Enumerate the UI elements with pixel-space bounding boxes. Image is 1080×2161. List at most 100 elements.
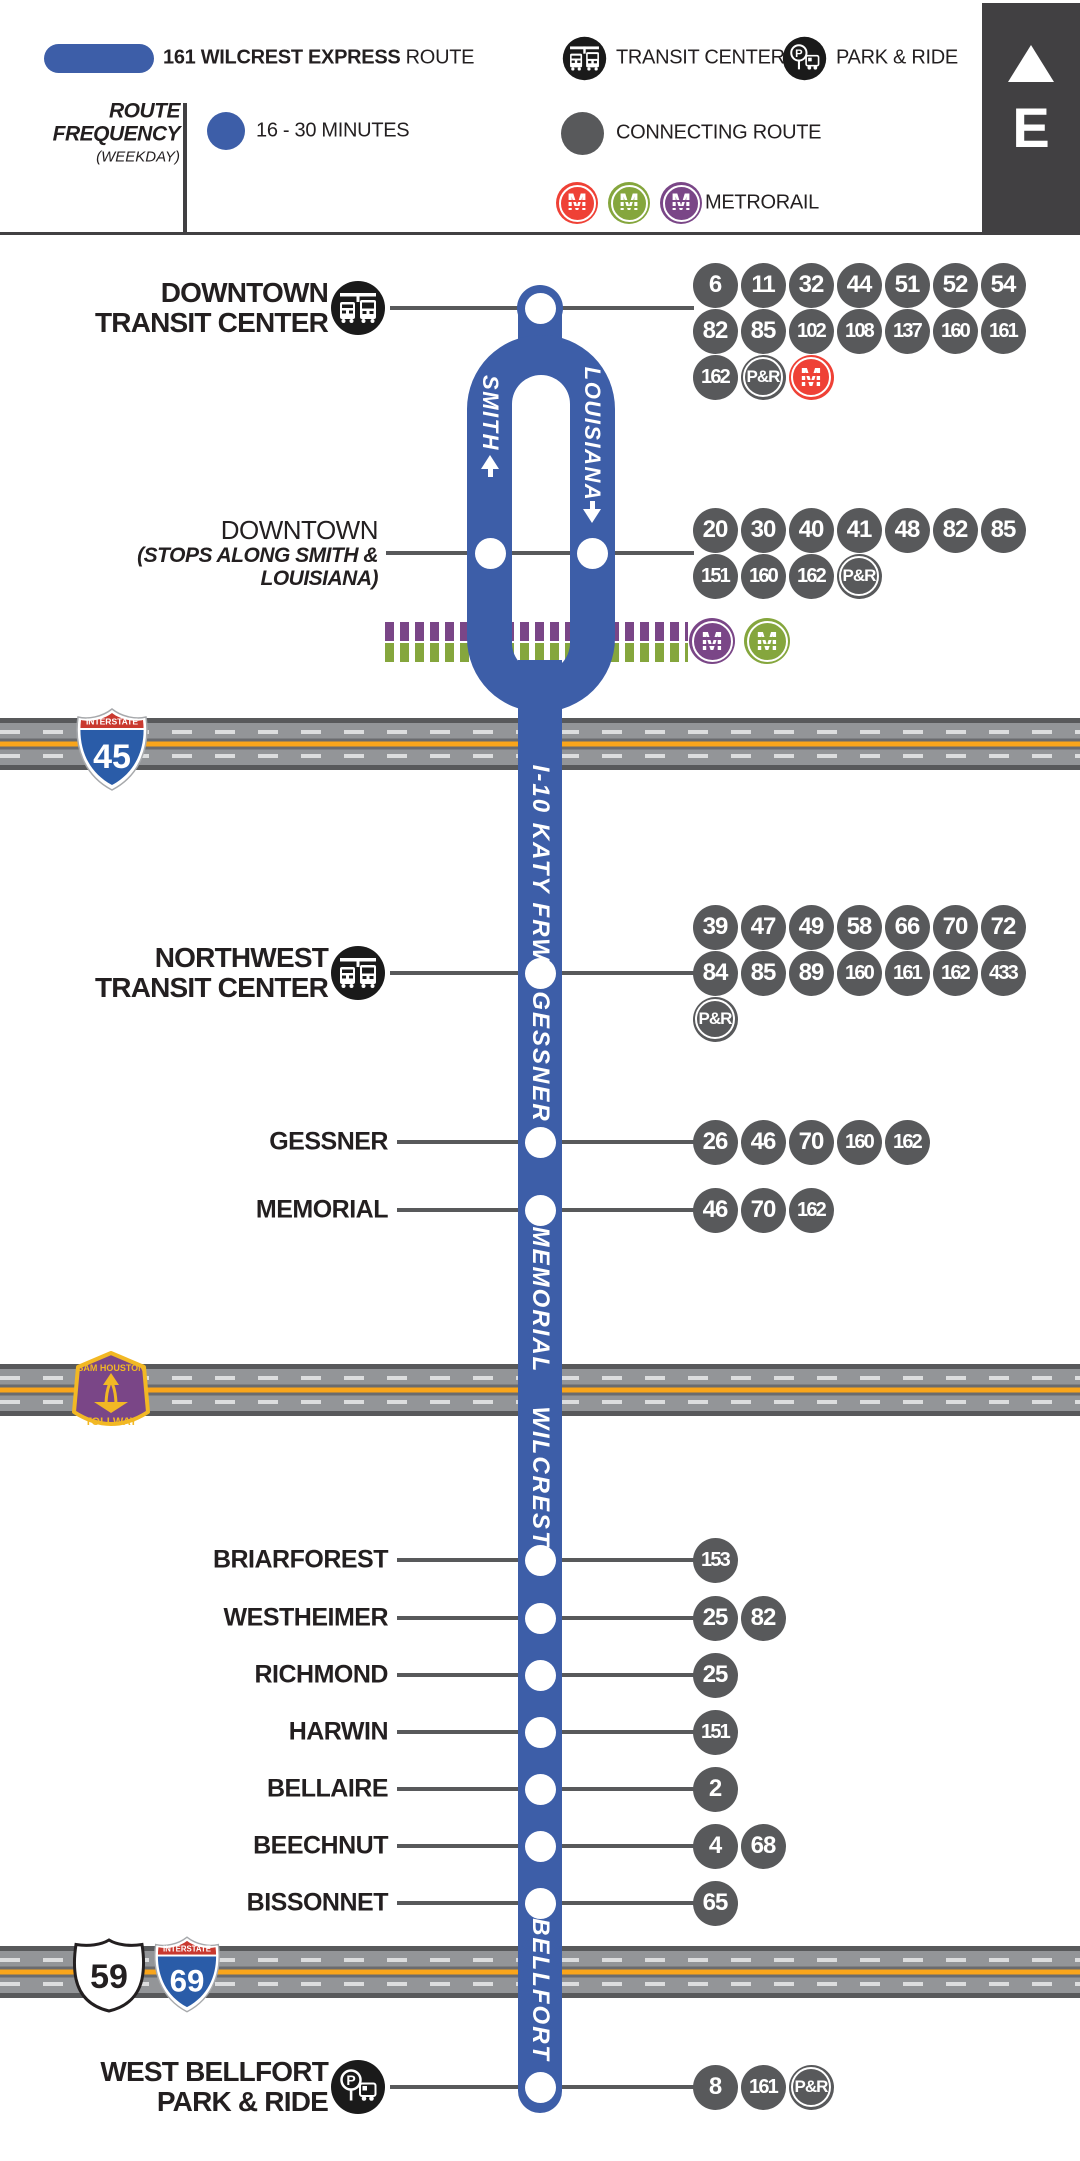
stop-label-downtown: DOWNTOWN(STOPS ALONG SMITH &LOUISIANA) [137,516,378,590]
stop-marker [524,1659,556,1691]
svg-text:59: 59 [90,1958,128,1996]
street-label-memorial-st: MEMORIAL [527,1226,554,1374]
transit-center-icon [562,36,607,81]
route-bubble: 161 [884,950,930,996]
route-bubble: 85 [740,308,786,354]
svg-text:TOLLWAY: TOLLWAY [85,1416,138,1428]
park-ride-icon-slot: P [330,2059,386,2120]
street-label-smith: SMITH [478,375,503,451]
route-bubble: 102 [788,308,834,354]
route-bubble: 41 [836,507,882,553]
stop-label-bellaire: BELLAIRE [267,1774,389,1803]
stop-marker [524,1602,556,1634]
stop-label-line: BEECHNUT [253,1831,388,1860]
stop-label-bissonnet: BISSONNET [247,1889,389,1917]
stop-label-line: WESTHEIMER [223,1603,389,1632]
north-arrow-icon [1008,45,1054,82]
frequency-value: 16 - 30 MINUTES [256,119,410,142]
route-bubble: 46 [692,1187,738,1233]
route-bubble: 52 [932,262,978,308]
route-bubble: 70 [740,1187,786,1233]
route-bubble: 2 [692,1766,738,1812]
stop-marker [576,537,608,569]
m-stripe [753,643,781,647]
svg-text:INTERSTATE: INTERSTATE [163,1944,211,1953]
park-and-ride-icon: P [782,36,827,81]
route-bubble: 85 [740,950,786,996]
route-bubble: 39 [692,904,738,950]
route-bubble: 51 [884,262,930,308]
street-label-louisiana: LOUISIANA [580,366,605,502]
transit-center-icon-slot [330,280,386,341]
route-bubble: 162 [788,1187,834,1233]
stop-marker [524,2071,556,2103]
interstate-69-shield-icon: INTERSTATE 69 [154,1936,220,2013]
route-bubble: 85 [980,507,1026,553]
street-label-bellfort-st: BELLFORT [527,1918,554,2062]
svg-text:P: P [795,48,803,60]
stop-marker [524,292,556,324]
route-frequency-title: ROUTE FREQUENCY (WEEKDAY) [52,99,181,166]
route-bubble: 161 [740,2064,786,2110]
metrorail-m-icon: M [744,618,790,664]
frequency-dot-icon [207,112,245,150]
stop-label-line: HARWIN [288,1717,389,1746]
route-bubble: 25 [692,1595,738,1641]
stop-marker [524,1773,556,1805]
stop-label-harwin: HARWIN [288,1717,389,1746]
route-bubble: 30 [740,507,786,553]
route-bubble: 162 [932,950,978,996]
m-stripe [616,199,642,203]
metrorail-letter: M [671,189,691,216]
route-bubble: 8 [692,2064,738,2110]
svg-text:45: 45 [93,738,131,776]
stop-label-line: BELLAIRE [267,1774,389,1803]
route-bubble: 160 [836,950,882,996]
stop-label-line: (STOPS ALONG SMITH & [137,544,378,567]
transit-center-icon [331,281,385,335]
stop-label-beechnut: BEECHNUT [253,1831,388,1860]
street-label-gessner-st: GESSNER [527,991,554,1123]
route-bubble: 433 [980,950,1026,996]
stop-label-line: MEMORIAL [255,1195,389,1224]
stop-label-briarforest: BRIARFOREST [213,1546,389,1574]
m-stripe [668,199,694,203]
route-bubble: 6 [692,262,738,308]
stop-marker [524,1126,556,1158]
route-bubble: 160 [836,1119,882,1165]
route-bubble: 70 [932,904,978,950]
legend-bottom-border [0,232,1080,235]
route-bubble: 44 [836,262,882,308]
stop-marker [524,1544,556,1576]
smith-up-arrow-icon [481,455,499,477]
park-ride-route-bubble: P&R [788,2064,834,2110]
route-line-swatch [44,44,154,73]
louisiana-down-arrow-icon [583,501,601,523]
stop-label-line: TRANSIT CENTER [94,972,329,1003]
stop-marker [524,957,556,989]
m-stripe [753,637,781,640]
transit-center-legend-icon-slot [562,36,607,86]
route-bubble: 153 [692,1537,738,1583]
connecting-route-label: CONNECTING ROUTE [616,121,822,144]
route-bubble: 46 [740,1119,786,1165]
route-name: 161 WILCREST EXPRESS ROUTE [163,47,474,70]
route-bubble: 161 [980,308,1026,354]
m-stripe [698,643,726,647]
metrorail-letter: M [567,189,587,216]
route-bubble: 160 [740,553,786,599]
legend-divider [183,103,187,232]
m-stripe [564,205,590,209]
route-bubble: 151 [692,1709,738,1755]
metrorail-letter: M [701,625,723,656]
route-bubble: 25 [692,1652,738,1698]
metrorail-m-icon: M [788,354,834,400]
route-bubble: 162 [692,354,738,400]
route-bubble: 4 [692,1823,738,1869]
route-name-bold: 161 WILCREST EXPRESS [163,46,401,69]
stop-label-line: WEST BELLFORT [100,2056,328,2087]
transit-center-icon [331,946,385,1000]
